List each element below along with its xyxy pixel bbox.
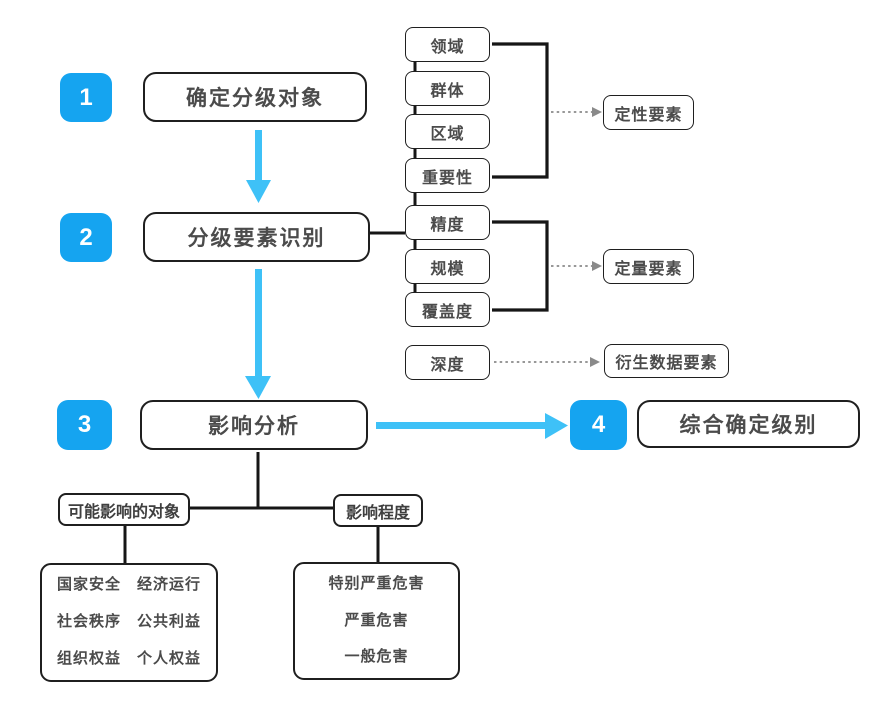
impact-degree-line: 一般危害 [344, 648, 409, 666]
step2-box: 分级要素识别 [143, 212, 370, 262]
impact-objects-box: 国家安全 经济运行 社会秩序 公共利益 组织权益 个人权益 [40, 563, 218, 682]
step4-badge: 4 [570, 400, 627, 450]
factor-scale-box: 规模 [405, 249, 490, 284]
step3-box: 影响分析 [140, 400, 368, 450]
step1-badge: 1 [60, 73, 112, 122]
factor-depth-box: 深度 [405, 345, 490, 380]
factor-importance-box: 重要性 [405, 158, 490, 193]
dotted-arrowhead-derived [590, 357, 600, 367]
impact-objects-line: 组织权益 个人权益 [56, 649, 201, 667]
step2-badge: 2 [60, 213, 112, 262]
derived-result-box: 衍生数据要素 [604, 344, 729, 378]
factor-coverage-box: 覆盖度 [405, 292, 490, 327]
qualitative-result-box: 定性要素 [603, 95, 694, 130]
impact-objects-line: 国家安全 经济运行 [56, 576, 201, 594]
arrow-step3-to-step4 [376, 413, 568, 439]
bracket-qualitative [492, 42, 549, 179]
arrow-step2-to-step3 [245, 269, 271, 399]
dotted-arrowhead-qualitative [592, 107, 602, 117]
step3-badge: 3 [57, 400, 112, 450]
impact-objects-line: 社会秩序 公共利益 [56, 613, 201, 631]
impact-degree-box: 特别严重危害 严重危害 一般危害 [293, 562, 460, 680]
impact-degree-line: 严重危害 [344, 611, 409, 629]
step1-box: 确定分级对象 [143, 72, 367, 122]
factor-domain-box: 领域 [405, 27, 490, 62]
step4-box: 综合确定级别 [637, 400, 860, 448]
impact-degree-line: 特别严重危害 [328, 574, 425, 592]
arrow-step1-to-step2 [246, 130, 271, 203]
quantitative-result-box: 定量要素 [603, 249, 694, 284]
impact-objects-label-box: 可能影响的对象 [58, 493, 190, 526]
dotted-arrowhead-quantitative [592, 261, 602, 271]
factor-region-box: 区域 [405, 114, 490, 149]
impact-tree-connectors [123, 452, 380, 563]
bracket-quantitative [492, 220, 549, 312]
factor-group-box: 群体 [405, 71, 490, 106]
impact-degree-label-box: 影响程度 [333, 494, 423, 527]
factor-precision-box: 精度 [405, 205, 490, 240]
